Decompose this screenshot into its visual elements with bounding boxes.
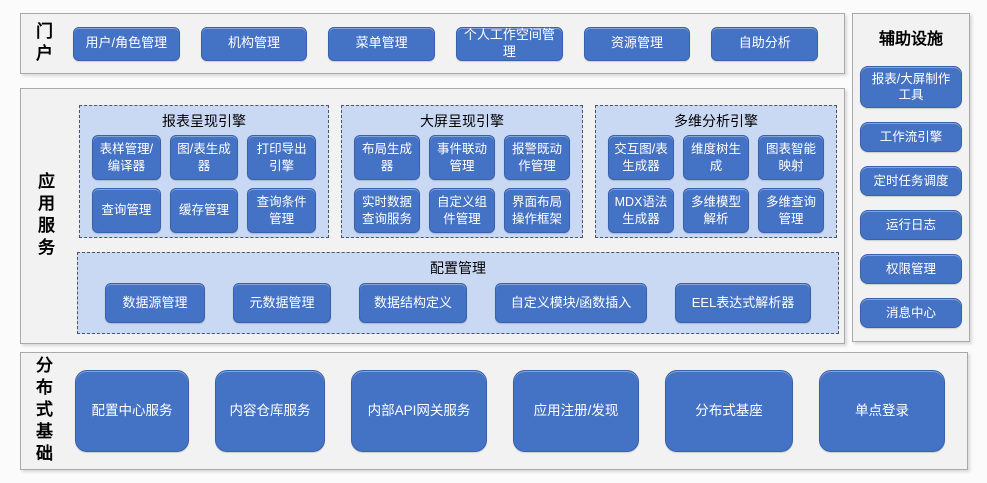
engine-title: 多维分析引擎 <box>673 113 758 129</box>
distributed-section: 分布式基础 配置中心服务内容仓库服务内部API网关服务应用注册/发现分布式基座单… <box>20 352 968 470</box>
distributed-button[interactable]: 单点登录 <box>819 370 945 452</box>
engine-button[interactable]: 查询管理 <box>92 188 161 233</box>
engine-buttons: 交互图/表生成器维度树生成图表智能映射 MDX语法生成器多维模型解析多维查询管理 <box>596 131 836 243</box>
portal-button[interactable]: 机构管理 <box>200 26 308 61</box>
auxiliary-button[interactable]: 消息中心 <box>860 298 962 328</box>
config-button[interactable]: EEL表达式解析器 <box>675 283 811 323</box>
engine-title: 大屏呈现引擎 <box>419 113 504 129</box>
engine-button[interactable]: 图表智能映射 <box>757 135 824 180</box>
engine-panel: 报表呈现引擎 表样管理/编译器图/表生成器打印导出引擎查询管理缓存管理查询条件管… <box>79 105 329 238</box>
auxiliary-button[interactable]: 报表/大屏制作工具 <box>860 66 962 108</box>
engine-button[interactable]: 维度树生成 <box>682 135 749 180</box>
portal-button[interactable]: 个人工作空间管理 <box>456 26 563 61</box>
portal-button[interactable]: 资源管理 <box>583 26 691 61</box>
auxiliary-title: 辅助设施 <box>878 31 943 48</box>
app-services-content: 报表呈现引擎 表样管理/编译器图/表生成器打印导出引擎查询管理缓存管理查询条件管… <box>77 105 839 334</box>
app-services-section: 应用服务 报表呈现引擎 表样管理/编译器图/表生成器打印导出引擎查询管理缓存管理… <box>20 88 845 344</box>
auxiliary-section: 辅助设施 报表/大屏制作工具工作流引擎定时任务调度运行日志权限管理消息中心 <box>852 13 970 342</box>
engine-button[interactable]: 自定义组件管理 <box>428 188 495 233</box>
portal-label: 门户 <box>33 21 52 66</box>
distributed-button[interactable]: 内容仓库服务 <box>215 370 325 452</box>
engine-button[interactable]: MDX语法生成器 <box>607 188 674 233</box>
config-panel: 配置管理 数据源管理元数据管理数据结构定义自定义模块/函数插入 EEL表达式解析器 <box>77 252 839 334</box>
auxiliary-button[interactable]: 运行日志 <box>860 210 962 240</box>
portal-section: 门户 用户/角色管理机构管理菜单管理个人工作空间管理资源管理自助分析 <box>20 13 845 74</box>
engine-panels: 报表呈现引擎 表样管理/编译器图/表生成器打印导出引擎查询管理缓存管理查询条件管… <box>79 105 837 238</box>
config-button[interactable]: 数据源管理 <box>105 283 205 323</box>
portal-button[interactable]: 菜单管理 <box>328 26 436 61</box>
auxiliary-button[interactable]: 权限管理 <box>860 254 962 284</box>
engine-button[interactable]: 图/表生成器 <box>169 135 239 180</box>
engine-button[interactable]: 报警既动作管理 <box>503 135 570 180</box>
distributed-label: 分布式基础 <box>33 356 52 466</box>
engine-title: 报表呈现引擎 <box>161 113 246 129</box>
distributed-button[interactable]: 应用注册/发现 <box>513 370 639 452</box>
portal-button[interactable]: 用户/角色管理 <box>73 26 180 61</box>
auxiliary-button[interactable]: 定时任务调度 <box>860 166 962 196</box>
engine-buttons: 布局生成器事件联动管理报警既动作管理实时数据查询服务自定义组件管理界面布局操作框… <box>342 131 582 243</box>
distributed-button[interactable]: 内部API网关服务 <box>351 370 487 452</box>
engine-button[interactable]: 打印导出引擎 <box>247 135 316 180</box>
config-button[interactable]: 数据结构定义 <box>359 283 467 323</box>
engine-button[interactable]: 缓存管理 <box>169 188 239 233</box>
engine-button[interactable]: 事件联动管理 <box>428 135 495 180</box>
auxiliary-buttons: 报表/大屏制作工具工作流引擎定时任务调度运行日志权限管理消息中心 <box>853 66 969 328</box>
config-title: 配置管理 <box>430 260 486 276</box>
app-services-label: 应用服务 <box>35 172 54 260</box>
portal-button[interactable]: 自助分析 <box>711 26 819 61</box>
engine-panel: 大屏呈现引擎 布局生成器事件联动管理报警既动作管理实时数据查询服务自定义组件管理… <box>340 105 583 238</box>
engine-button[interactable]: 交互图/表生成器 <box>607 135 674 180</box>
distributed-button[interactable]: 配置中心服务 <box>75 370 189 452</box>
engine-button[interactable]: 表样管理/编译器 <box>92 135 161 180</box>
config-button[interactable]: 自定义模块/函数插入 <box>495 283 647 323</box>
engine-panel: 多维分析引擎 交互图/表生成器维度树生成图表智能映射 MDX语法生成器多维模型解析… <box>594 105 837 238</box>
engine-button[interactable]: 实时数据查询服务 <box>353 188 420 233</box>
engine-button[interactable]: 多维模型解析 <box>682 188 749 233</box>
distributed-buttons: 配置中心服务内容仓库服务内部API网关服务应用注册/发现分布式基座单点登录 <box>51 370 968 452</box>
config-buttons: 数据源管理元数据管理数据结构定义自定义模块/函数插入 EEL表达式解析器 <box>78 283 838 323</box>
engine-buttons: 表样管理/编译器图/表生成器打印导出引擎查询管理缓存管理查询条件管理 <box>80 131 328 243</box>
portal-buttons: 用户/角色管理机构管理菜单管理个人工作空间管理资源管理自助分析 <box>51 26 844 61</box>
engine-button[interactable]: 多维查询管理 <box>757 188 824 233</box>
config-button[interactable]: 元数据管理 <box>233 283 331 323</box>
auxiliary-button[interactable]: 工作流引擎 <box>860 122 962 152</box>
distributed-button[interactable]: 分布式基座 <box>665 370 793 452</box>
engine-button[interactable]: 查询条件管理 <box>247 188 316 233</box>
engine-button[interactable]: 布局生成器 <box>353 135 420 180</box>
engine-button[interactable]: 界面布局操作框架 <box>503 188 570 233</box>
